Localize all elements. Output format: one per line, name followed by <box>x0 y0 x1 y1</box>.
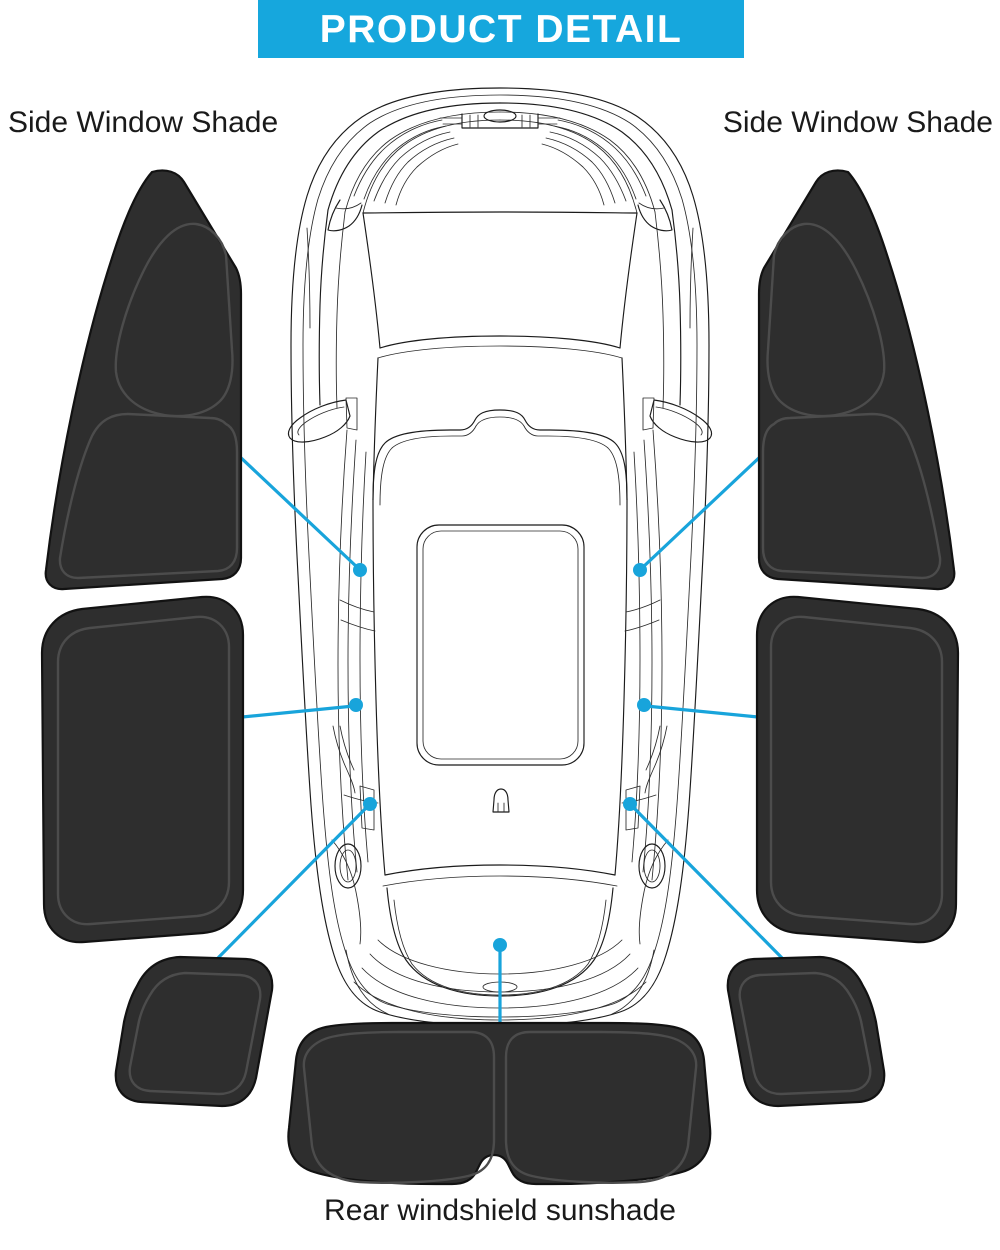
page-title: PRODUCT DETAIL <box>319 7 683 51</box>
front-right-side-shade[interactable] <box>757 169 956 591</box>
rear-right-side-shade[interactable] <box>755 595 960 944</box>
side-mirror-left-icon <box>287 399 351 443</box>
side-mirror-right-icon <box>649 399 713 443</box>
leader-rear-right <box>637 698 769 720</box>
leader-lines-group <box>214 453 786 1032</box>
leader-rear-glass <box>493 938 507 1032</box>
product-detail-banner: PRODUCT DETAIL <box>258 0 744 58</box>
leader-front-right <box>633 453 764 577</box>
label-side-window-shade-right: Side Window Shade <box>722 106 993 139</box>
car-top-view-icon <box>287 87 713 1027</box>
label-rear-windshield-sunshade: Rear windshield sunshade <box>324 1194 676 1227</box>
shark-fin-antenna-icon <box>492 788 510 813</box>
label-side-window-shade-left: Side Window Shade <box>8 106 279 139</box>
right-quarter-window-shade[interactable] <box>726 955 886 1108</box>
sunroof-icon <box>416 524 585 766</box>
left-quarter-window-shade[interactable] <box>114 955 274 1108</box>
leader-rear-left <box>231 698 363 720</box>
leader-quarter-right <box>623 797 786 962</box>
rear-windshield-shade[interactable] <box>287 1021 712 1186</box>
rear-left-side-shade[interactable] <box>40 595 245 944</box>
leader-quarter-left <box>214 797 377 962</box>
leader-front-left <box>236 453 367 577</box>
front-left-side-shade[interactable] <box>44 169 243 591</box>
